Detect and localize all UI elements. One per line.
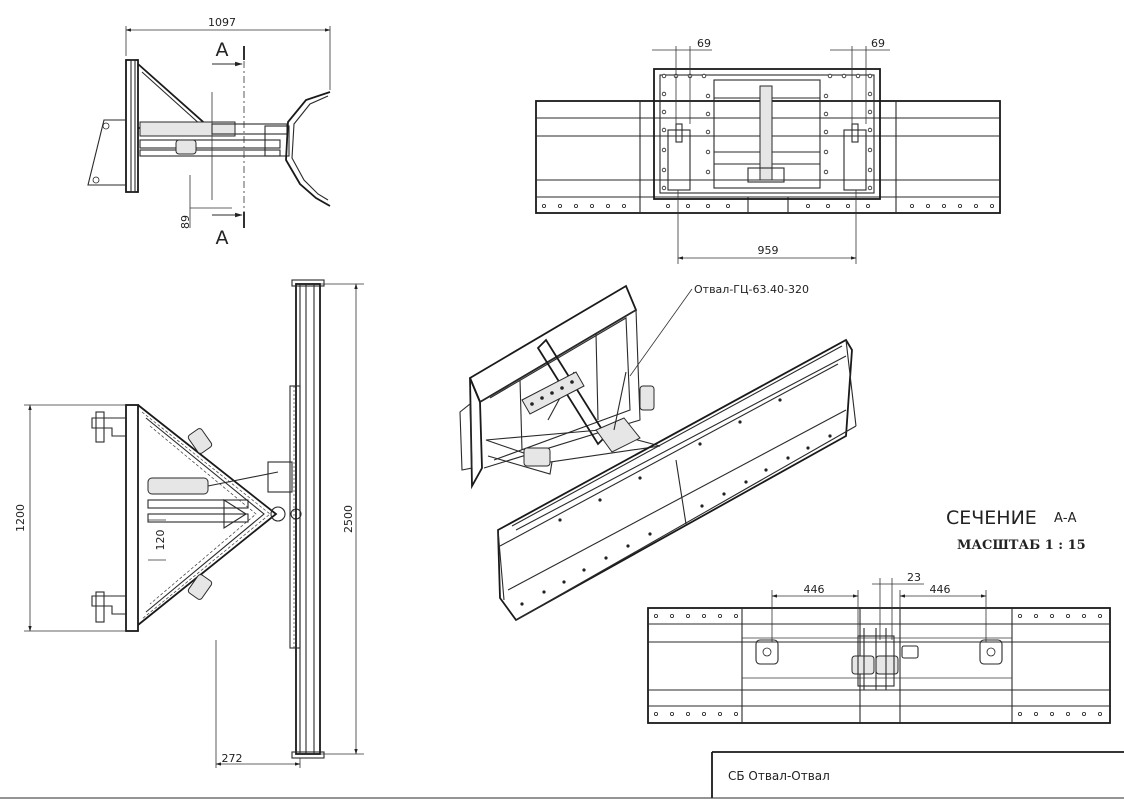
title-block-name: СБ Отвал-Отвал [728, 769, 830, 783]
section-id: А-А [1054, 511, 1077, 526]
dim-top-offset: 89 [179, 215, 192, 229]
dim-hole-left: 69 [697, 37, 711, 50]
side-view [87, 26, 331, 228]
section-scale: МАСШТАБ 1 : 15 [957, 538, 1086, 553]
dim-top-width: 1097 [208, 16, 236, 29]
dim-side-height: 1200 [14, 504, 27, 532]
front-view [535, 46, 1001, 264]
dim-section-right: 446 [930, 583, 951, 596]
dim-blade-length: 2500 [342, 505, 355, 533]
section-title: СЕЧЕНИЕ [946, 507, 1037, 529]
dim-bottom-offset: 272 [222, 752, 243, 765]
dim-hole-right: 69 [871, 37, 885, 50]
dim-side-width: 120 [154, 530, 167, 551]
callout-label: Отвал-ГЦ-63.40-320 [694, 283, 809, 296]
title-block [0, 751, 1124, 799]
dim-span: 959 [758, 244, 779, 257]
section-mark-top: A [216, 39, 229, 61]
dim-section-left: 446 [804, 583, 825, 596]
section-mark-bottom: A [216, 227, 229, 249]
plan-view [24, 279, 364, 768]
isometric-view [459, 284, 857, 622]
dim-section-gap: 23 [907, 571, 921, 584]
section-view [647, 578, 1111, 724]
